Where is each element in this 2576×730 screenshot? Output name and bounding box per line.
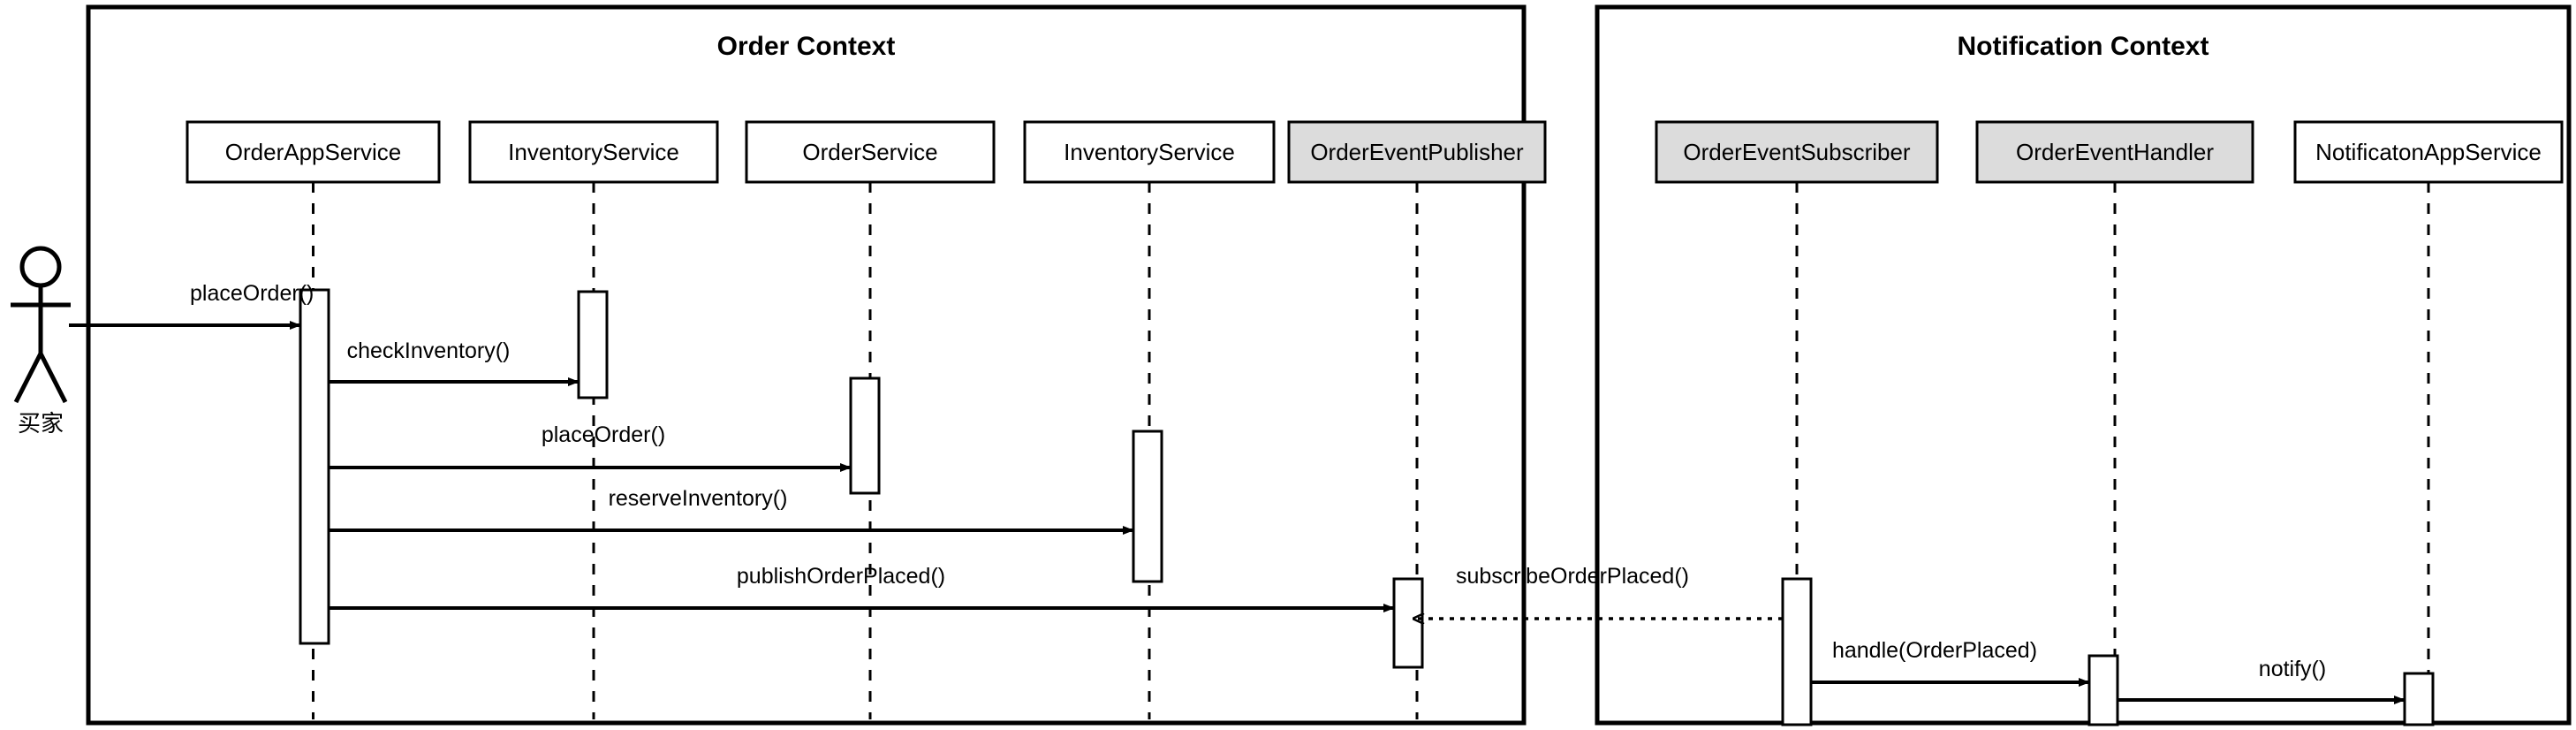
- lifeline-heads: OrderAppService InventoryService OrderServ…: [186, 120, 2564, 184]
- lifeline-head-order-event-publisher[interactable]: OrderEventPublisher: [1287, 120, 1547, 184]
- lifeline-label: OrderEventHandler: [2016, 139, 2214, 165]
- lifeline-head-inventory-service-2[interactable]: InventoryService: [1023, 120, 1276, 184]
- lifeline-box: [1023, 120, 1276, 184]
- message-label: publishOrderPlaced(): [737, 564, 945, 589]
- activation-bar-order-event-publisher: [1392, 577, 1424, 669]
- lifeline-head-order-service[interactable]: OrderService: [745, 120, 996, 184]
- activation-bar-inventory-service-2: [1132, 430, 1163, 583]
- frame-title-notification-context: Notification Context: [1958, 32, 2209, 61]
- frame-title-order-context: Order Context: [717, 32, 896, 61]
- context-frames: Order Context Notification Context: [86, 4, 2572, 726]
- buyer-actor[interactable]: 买家: [11, 246, 71, 437]
- lifeline-head-order-event-subscriber[interactable]: OrderEventSubscriber: [1655, 120, 1939, 184]
- message-notify[interactable]: notify(): [2118, 657, 2406, 704]
- lifeline-label: OrderService: [802, 139, 937, 165]
- lifeline-box: [186, 120, 441, 184]
- lifeline-head-order-event-handler[interactable]: OrderEventHandler: [1975, 120, 2254, 184]
- lifeline-label: OrderEventPublisher: [1310, 139, 1524, 165]
- message-label: placeOrder(): [542, 422, 665, 447]
- lifeline-label: OrderEventSubscriber: [1683, 139, 1911, 165]
- lifeline-label: InventoryService: [1064, 139, 1235, 165]
- message-label: placeOrder(): [190, 281, 314, 306]
- message-handle-order-placed[interactable]: handle(OrderPlaced): [1811, 638, 2090, 687]
- actor-head-icon: [19, 246, 62, 288]
- message-place-order[interactable]: placeOrder(): [69, 281, 314, 330]
- message-subscribe-order-placed[interactable]: subscribeOrderPlaced(): [1413, 564, 1783, 619]
- frame-border: [1595, 4, 2572, 726]
- actor-label: 买家: [18, 410, 64, 437]
- lifeline-label: OrderAppService: [225, 139, 401, 165]
- lifeline-head-notificaton-app-service[interactable]: NotificatonAppService: [2293, 120, 2564, 184]
- activation-bar-order-service: [849, 376, 881, 495]
- lifeline-head-inventory-service-1[interactable]: InventoryService: [468, 120, 719, 184]
- lifeline-label: InventoryService: [508, 139, 679, 165]
- message-label: notify(): [2259, 657, 2326, 681]
- lifeline-box: [1287, 120, 1547, 184]
- message-label: checkInventory(): [347, 338, 511, 363]
- messages: placeOrder() checkInventory() placeOrder()…: [69, 281, 2406, 704]
- message-label: subscribeOrderPlaced(): [1456, 564, 1689, 589]
- actor-right-leg: [38, 352, 68, 404]
- message-publish-order-placed[interactable]: publishOrderPlaced(): [329, 564, 1395, 612]
- lifeline-head-order-app-service[interactable]: OrderAppService: [186, 120, 441, 184]
- activation-bar-order-app-service: [299, 288, 330, 645]
- lifeline-box: [745, 120, 996, 184]
- activation-bars: [299, 288, 2435, 726]
- activation-bar-order-event-handler: [2087, 654, 2119, 726]
- message-label: reserveInventory(): [609, 486, 788, 511]
- message-place-order-internal[interactable]: placeOrder(): [329, 422, 852, 472]
- context-frame-notification-context: Notification Context: [1595, 4, 2572, 726]
- message-label: handle(OrderPlaced): [1832, 638, 2037, 663]
- activation-bar-inventory-service-1: [577, 290, 609, 399]
- lifeline-box: [1975, 120, 2254, 184]
- activation-bar-notificaton-app-service: [2403, 672, 2435, 726]
- message-reserve-inventory[interactable]: reserveInventory(): [329, 486, 1134, 535]
- lifeline-box: [468, 120, 719, 184]
- lifeline-box: [2293, 120, 2564, 184]
- activation-bar-order-event-subscriber: [1781, 577, 1813, 726]
- message-check-inventory[interactable]: checkInventory(): [329, 338, 580, 386]
- lifeline-box: [1655, 120, 1939, 184]
- actor-left-leg: [13, 352, 43, 404]
- lifeline-label: NotificatonAppService: [2315, 139, 2542, 165]
